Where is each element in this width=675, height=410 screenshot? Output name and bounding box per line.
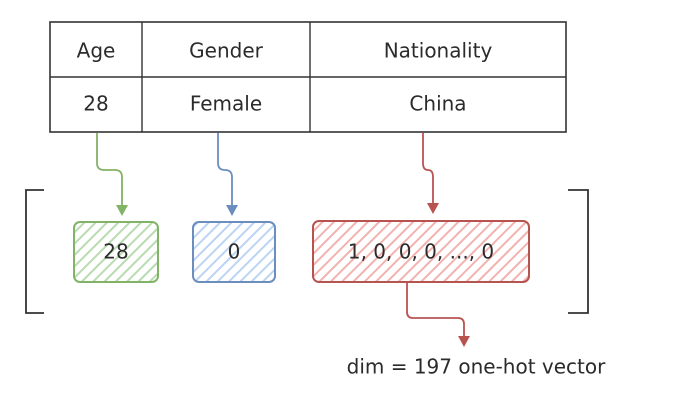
gender-connector	[217, 133, 238, 216]
table-cell-nationality: China	[409, 92, 466, 116]
table-cell-gender: Female	[190, 92, 262, 116]
feature-table: Age Gender Nationality 28 Female China	[49, 21, 567, 133]
table-header-age: Age	[77, 39, 116, 63]
dimension-connector	[406, 283, 470, 347]
age-connector	[96, 133, 128, 216]
dimension-annotation: dim = 197 one-hot vector	[347, 355, 606, 379]
nationality-encoded-box: 1, 0, 0, 0, ..., 0	[312, 220, 530, 283]
vector-right-bracket	[568, 189, 589, 314]
vector-left-bracket	[25, 189, 44, 314]
age-arrowhead	[116, 205, 128, 216]
nationality-connector	[422, 133, 439, 214]
nationality-encoded-value: 1, 0, 0, 0, ..., 0	[348, 240, 494, 264]
age-encoded-box: 28	[73, 221, 159, 283]
table-cell-age: 28	[83, 92, 108, 116]
dimension-arrowhead	[458, 336, 470, 347]
table-header-gender: Gender	[189, 39, 263, 63]
gender-arrowhead	[226, 205, 238, 216]
age-encoded-value: 28	[103, 240, 128, 264]
gender-encoded-box: 0	[192, 221, 276, 283]
nationality-arrowhead	[427, 203, 439, 214]
gender-encoded-value: 0	[228, 240, 241, 264]
table-header-nationality: Nationality	[384, 39, 493, 63]
